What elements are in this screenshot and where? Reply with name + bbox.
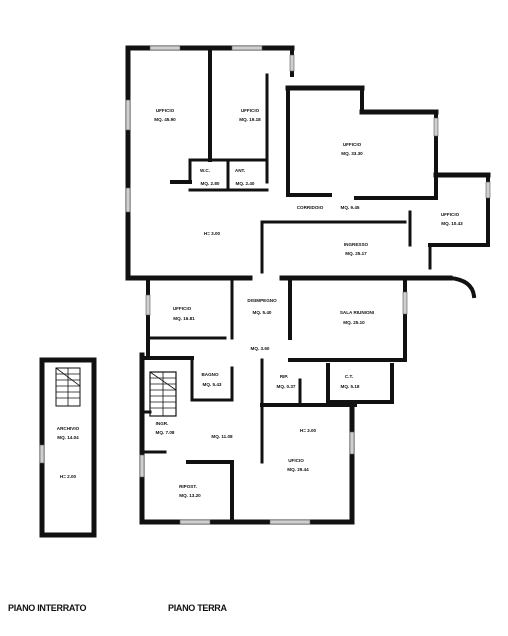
- room-label: UFFICIO: [343, 142, 362, 147]
- room-label: UFFICIO: [173, 306, 192, 311]
- window: [139, 454, 145, 478]
- caption-ground-floor: PIANO TERRA: [168, 603, 227, 613]
- room-area: MQ. 2.80: [201, 181, 220, 186]
- window: [145, 294, 151, 316]
- room-area: MQ. 5.18: [341, 384, 360, 389]
- room-area: MQ. 25.10: [343, 320, 365, 325]
- room-label: C.T.: [345, 374, 353, 379]
- room-area: MQ. 29.44: [287, 467, 309, 472]
- room-area: MQ. 33.30: [341, 151, 363, 156]
- room-area: MQ. 45.90: [154, 117, 176, 122]
- window: [485, 181, 491, 199]
- window: [125, 187, 131, 213]
- window: [179, 519, 211, 525]
- window: [433, 117, 439, 137]
- room-label: INGR.: [156, 421, 169, 426]
- room-label: CORRIDOIO: [297, 205, 324, 210]
- window: [269, 519, 311, 525]
- room-area: MQ. 9.45: [341, 205, 360, 210]
- room-area: MQ. 13.20: [179, 493, 201, 498]
- window: [149, 45, 181, 51]
- window: [231, 45, 263, 51]
- room-label: ARCHIVIO: [57, 426, 80, 431]
- room-area: MQ. 11.08: [211, 434, 233, 439]
- room-labels: UFFICIO MQ. 45.90 UFFICIO MQ. 19.18 UFFI…: [57, 108, 463, 498]
- room-area: MQ. 10.43: [441, 221, 463, 226]
- room-area: MQ. 7.08: [156, 430, 175, 435]
- window: [349, 431, 355, 455]
- room-area: MQ. 2.40: [236, 181, 255, 186]
- room-label: W.C.: [200, 168, 210, 173]
- window: [289, 54, 295, 72]
- windows: [125, 45, 491, 525]
- window: [125, 99, 131, 131]
- window: [39, 444, 45, 464]
- room-area: MQ. 3.60: [251, 346, 270, 351]
- entrance-canopy: [447, 275, 477, 299]
- room-label: INGRESSO: [344, 242, 369, 247]
- room-label: RIPOST.: [179, 484, 197, 489]
- ground-floor-walls: [125, 45, 491, 525]
- stairs-ground: [149, 371, 177, 417]
- room-label: ANT.: [235, 168, 245, 173]
- room-label: UFFICIO: [241, 108, 260, 113]
- room-label: RIP.: [280, 374, 288, 379]
- room-label: UFFICIO: [156, 108, 175, 113]
- room-label: BAGNO: [201, 372, 219, 377]
- room-area: MQ. 16.81: [173, 316, 195, 321]
- room-area: MQ. 0.37: [277, 384, 296, 389]
- room-area: MQ. 5.43: [203, 382, 222, 387]
- basement-walls: [39, 357, 97, 538]
- room-height: H= 3.00: [204, 231, 221, 236]
- room-height: H= 2.00: [60, 474, 77, 479]
- caption-basement: PIANO INTERRATO: [8, 603, 87, 613]
- room-area: MQ. 25.17: [345, 251, 367, 256]
- room-label: UFFICIO: [441, 212, 460, 217]
- room-area: MQ. 5.40: [253, 310, 272, 315]
- room-label: DISIMPEGNO: [247, 298, 277, 303]
- room-area: MQ. 19.18: [239, 117, 261, 122]
- room-area: MQ. 14.04: [57, 435, 79, 440]
- room-label: SALA RIUNIONI: [340, 310, 374, 315]
- room-height: H= 3.00: [300, 428, 317, 433]
- window: [402, 291, 408, 315]
- room-label: UFICIO: [288, 458, 304, 463]
